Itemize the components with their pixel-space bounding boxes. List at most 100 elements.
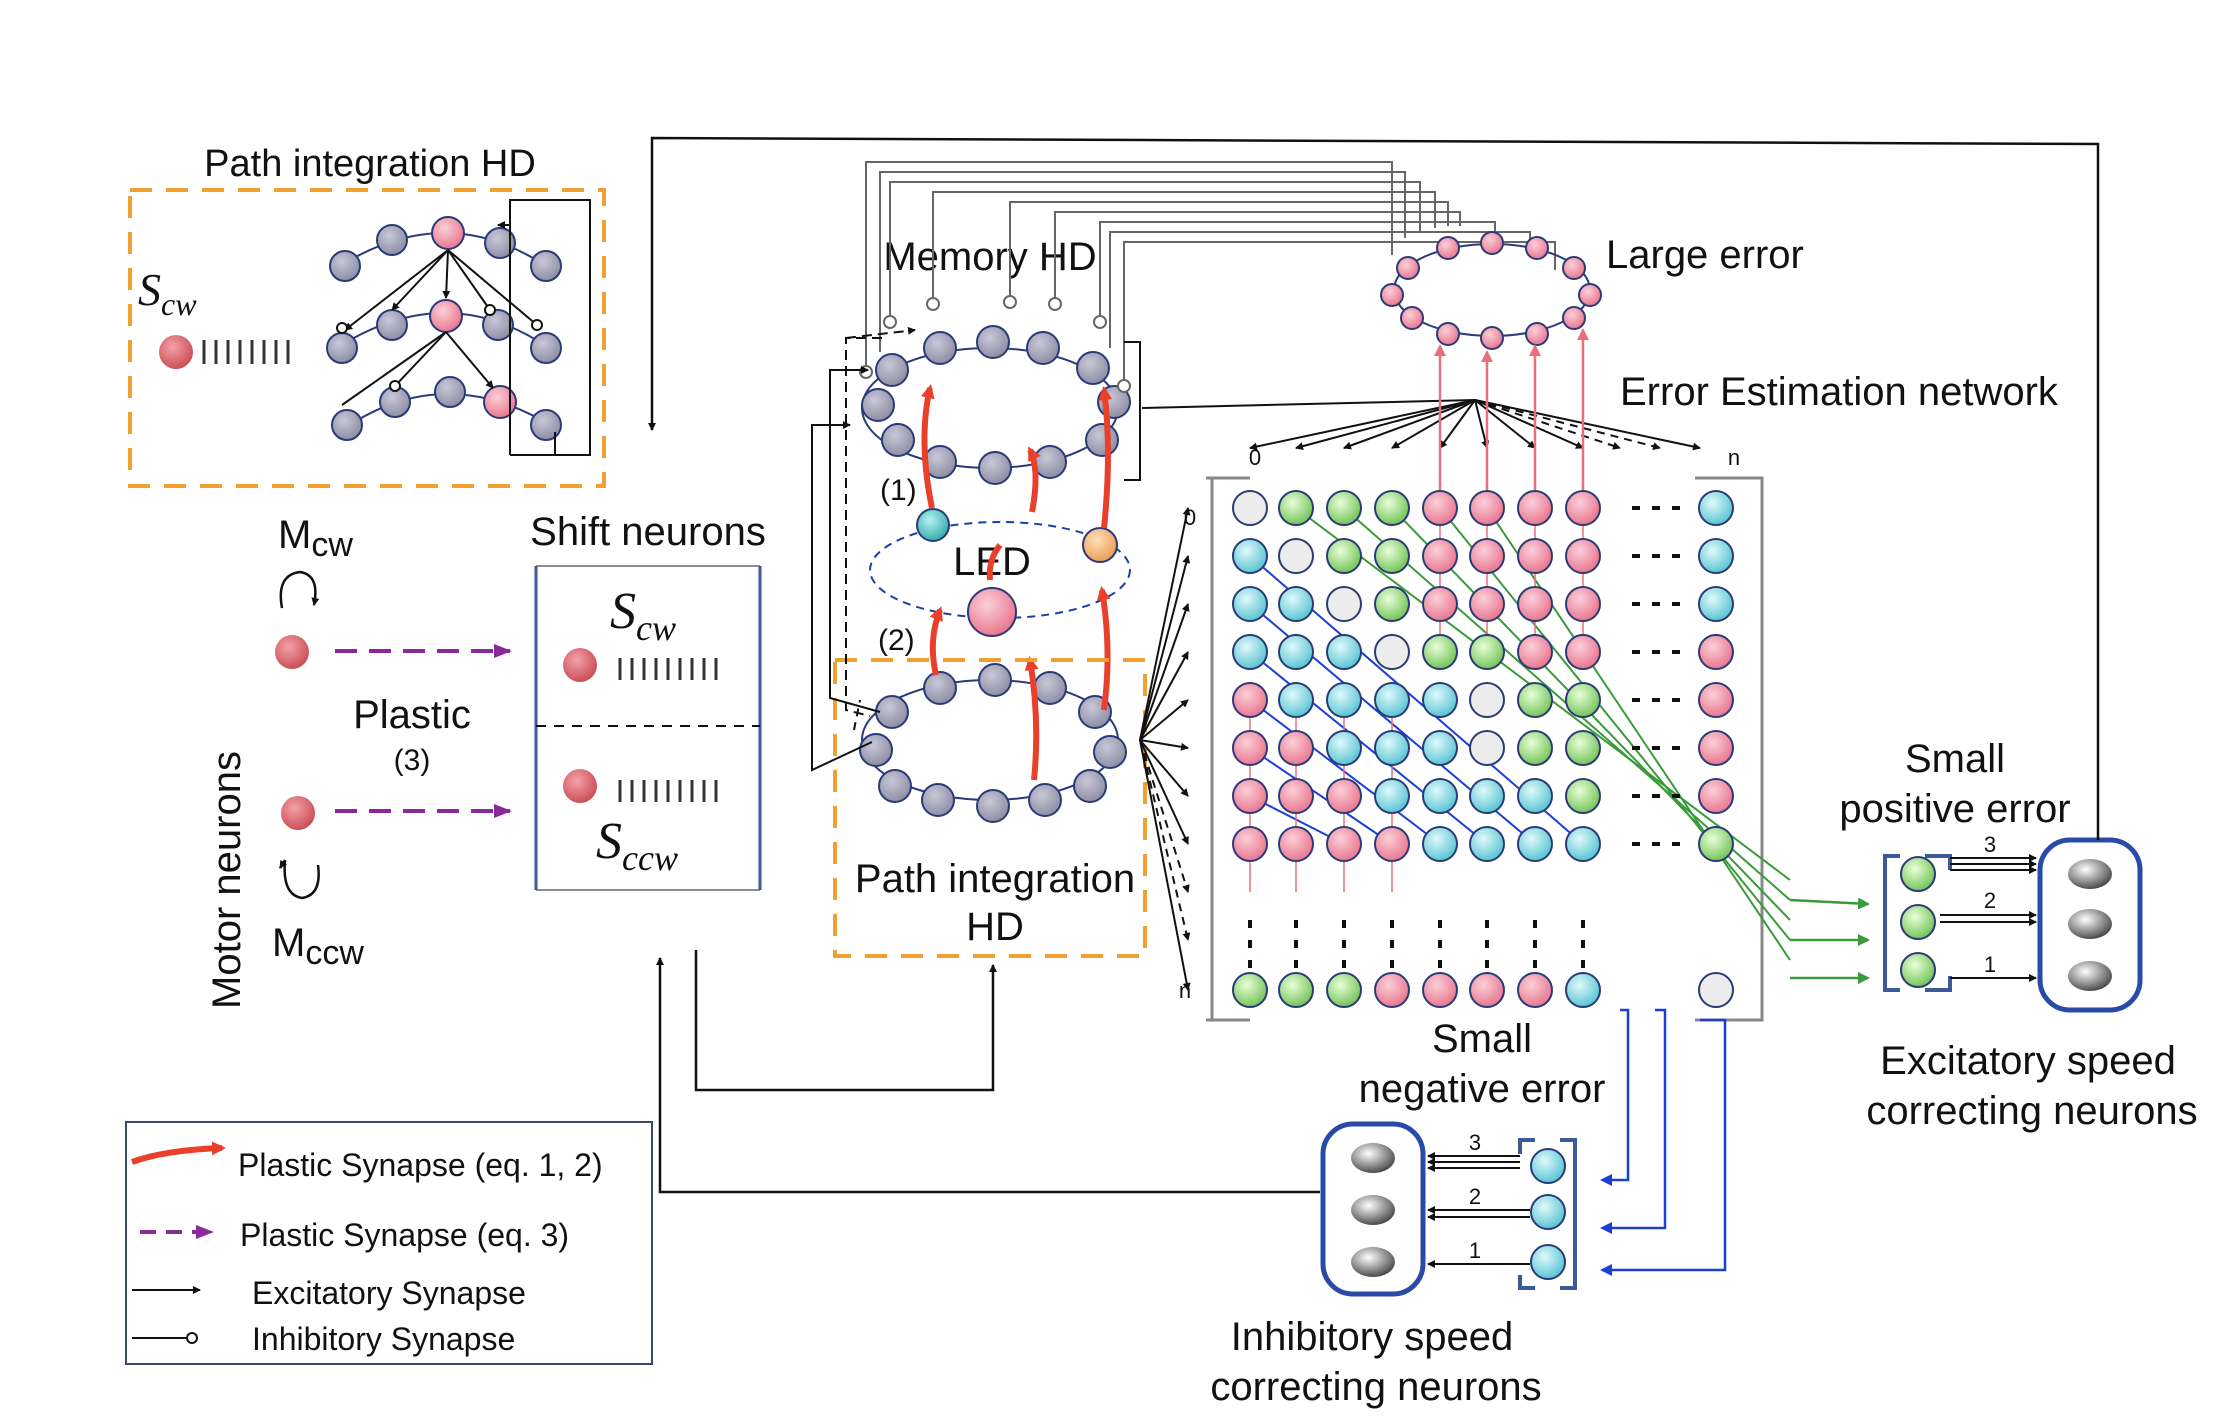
matrix-cell (1326, 682, 1362, 718)
path-integration-title: Path integration HD (204, 143, 536, 185)
matrix-cell (1517, 538, 1553, 574)
matrix-cell (1517, 634, 1553, 670)
ellipsis-dot (1652, 554, 1660, 558)
inh-weight-1: 1 (1469, 1238, 1481, 1263)
ellipsis-dot (1652, 794, 1660, 798)
path-integration-hd-panel: Path integration HD Scw (128, 143, 606, 488)
led-neuron-teal (916, 508, 950, 542)
memory-hd-label: Memory HD (883, 235, 1096, 279)
matrix-cell (1422, 634, 1458, 670)
matrix-cell (1565, 634, 1601, 670)
feedback-loops (648, 136, 2100, 1194)
matrix-cell (1565, 586, 1601, 622)
neg-error-neuron-3 (1530, 1148, 1566, 1184)
matrix-cell (1469, 972, 1505, 1008)
shift-sccw-neuron (563, 769, 597, 803)
ellipsis-dot (1632, 842, 1640, 846)
ellipsis-dot (1294, 920, 1298, 928)
matrix-cell (1326, 972, 1362, 1008)
motor-neurons-label: Motor neurons (205, 751, 249, 1009)
neg-error-neuron-2 (1530, 1194, 1566, 1230)
exc-neuron-2 (2068, 909, 2112, 939)
matrix-cell (1374, 490, 1410, 526)
excitatory-label-2: correcting neurons (1866, 1089, 2197, 1133)
fan-arrow (1139, 651, 1189, 741)
matrix-cell (1517, 972, 1553, 1008)
ellipsis-dot (1581, 940, 1585, 948)
ellipsis-dot (1390, 940, 1394, 948)
matrix-cell (1565, 972, 1601, 1008)
scw-symbol: Scw (138, 264, 197, 322)
ellipsis-dot (1438, 920, 1442, 928)
matrix-cell (1517, 586, 1553, 622)
matrix-cell (1565, 778, 1601, 814)
inh-weight-3: 3 (1469, 1130, 1481, 1155)
memory-to-large-error-wires (865, 161, 1556, 382)
matrix-cell (1374, 586, 1410, 622)
matrix-cell (1232, 826, 1268, 862)
fan-arrow (1474, 399, 1621, 450)
matrix-col-0: 0 (1249, 445, 1261, 470)
ellipsis-dot (1438, 960, 1442, 968)
matrix-cell (1374, 634, 1410, 670)
matrix-cell (1565, 826, 1601, 862)
matrix-cell (1422, 538, 1458, 574)
mccw-label: Mccw (272, 921, 364, 972)
matrix-cell (1326, 490, 1362, 526)
matrix-cell (1422, 730, 1458, 766)
large-error-connections (1434, 328, 1589, 490)
mcw-neuron (275, 635, 309, 669)
shift-scw-neuron (563, 648, 597, 682)
fan-arrow (1474, 399, 1661, 451)
exc-neuron-1 (2068, 859, 2112, 889)
matrix-cell (1278, 490, 1314, 526)
ellipsis-dot (1672, 794, 1680, 798)
matrix-cell (1374, 972, 1410, 1008)
ellipsis-dot (1248, 940, 1252, 948)
ellipsis-dot (1652, 842, 1660, 846)
inhibitory-label-2: correcting neurons (1210, 1365, 1541, 1409)
ellipsis-dot (1294, 960, 1298, 968)
ellipsis-dot (1390, 960, 1394, 968)
ellipsis-dot (1533, 940, 1537, 948)
ellipsis-dot (1390, 920, 1394, 928)
fan-arrow (1139, 603, 1190, 741)
fan-arrow (1474, 399, 1490, 449)
shift-sccw-label: Sccw (596, 813, 678, 878)
neg-error-neuron-1 (1530, 1244, 1566, 1280)
matrix-cell (1422, 972, 1458, 1008)
matrix-cell (1278, 634, 1314, 670)
matrix-cell (1517, 826, 1553, 862)
matrix-cell (1422, 586, 1458, 622)
matrix-cell (1232, 730, 1268, 766)
matrix-cell (1326, 634, 1362, 670)
matrix-cell (1698, 586, 1734, 622)
matrix-cell (1326, 538, 1362, 574)
mini-inhibitory-ends (336, 304, 543, 392)
error-estimation-label: Error Estimation network (1620, 370, 2059, 414)
memory-hd-ring (861, 325, 1131, 485)
fan-arrow (1295, 399, 1476, 451)
legend-excitatory: Excitatory Synapse (252, 1275, 526, 1311)
fan-arrow (1139, 739, 1191, 991)
fan-arrow (1474, 399, 1536, 449)
matrix-cell (1278, 778, 1314, 814)
plastic-eq-label: (3) (394, 744, 431, 777)
matrix-cell (1517, 778, 1553, 814)
excitatory-box (2037, 837, 2143, 1013)
small-positive-label-2: positive error (1839, 787, 2070, 831)
middle-network: Memory HD (811, 161, 1556, 958)
matrix-cell (1326, 778, 1362, 814)
fan-arrow (1343, 399, 1476, 450)
inhibitory-box (1320, 1121, 1426, 1297)
matrix-cell (1278, 972, 1314, 1008)
ellipsis-dot (1652, 698, 1660, 702)
fan-arrow (1139, 739, 1191, 941)
ellipsis-dot (1533, 960, 1537, 968)
ellipsis-dot (1438, 940, 1442, 948)
matrix-cell (1232, 490, 1268, 526)
mccw-rotation-icon (283, 859, 320, 900)
matrix-cell (1517, 730, 1553, 766)
fan-arrow (1391, 399, 1476, 449)
matrix-col-n: n (1728, 445, 1740, 470)
